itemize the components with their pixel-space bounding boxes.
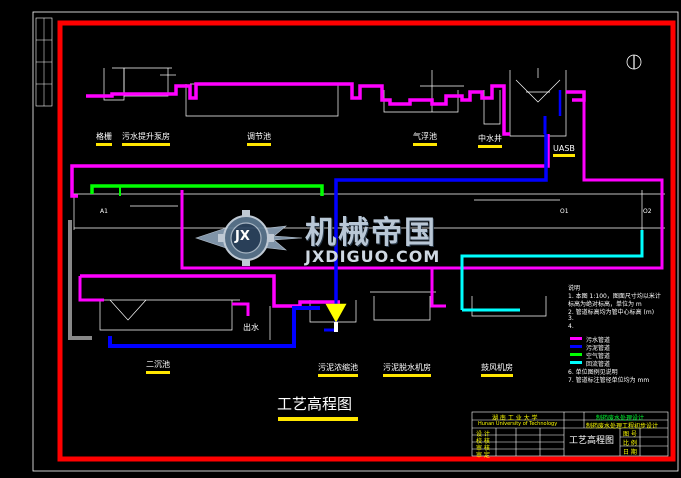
label-secondary-clarifier: 二沉池: [146, 359, 170, 374]
return-line: [460, 230, 644, 310]
tb-row-label: 校 核: [476, 438, 490, 445]
title-block: [471, 411, 669, 457]
legend-sewage: 污水管道: [586, 337, 611, 344]
drawing-title: 工艺高程图: [277, 395, 353, 413]
drawing-border: [57, 20, 676, 462]
note-line: 3.: [568, 315, 574, 322]
bottom-structures: [96, 291, 547, 340]
sludge-line-bottom: [108, 306, 320, 348]
note-line: 1. 本图 1:100，图面尺寸均以米计: [568, 293, 661, 300]
sewage-line-top: [86, 82, 510, 136]
air-line: [90, 184, 324, 196]
tb-school: 湖 南 工 业 大 学: [492, 415, 538, 422]
note-line: 4.: [568, 323, 574, 330]
legend-sludge: 污泥管道: [586, 345, 611, 352]
top-structures: [103, 67, 567, 137]
note-line: 6. 单位图例见说明: [568, 369, 618, 376]
note-line: 7. 管道标注管径单位均为 mm: [568, 377, 650, 384]
legend-return: 回流管道: [586, 361, 611, 368]
tb-row-label: 审 定: [476, 452, 490, 459]
tb-right-label: 图 号: [623, 431, 637, 438]
legend-air: 空气管道: [586, 353, 611, 360]
drawing-title-underline: [278, 417, 358, 421]
grey-line: [68, 220, 92, 340]
sludge-line-vertical: [334, 134, 548, 300]
label-equalization: 调节池: [247, 131, 271, 146]
tb-project: 制药废水处理设计: [596, 415, 645, 422]
notes-heading: 说明: [568, 285, 581, 292]
label-blower: 鼓风机房: [481, 362, 513, 377]
thickener-funnel: [325, 303, 347, 323]
aeration-tank: [72, 190, 665, 232]
tb-row-label: 审 核: [476, 445, 490, 452]
label-sludge-thickener: 污泥浓缩池: [318, 362, 358, 377]
watermark-subtext: JXDIGUO.COM: [305, 247, 441, 266]
watermark-text: 机械帝国: [305, 215, 437, 251]
sewage-line-bottom: [80, 274, 340, 308]
label-o1: O1: [560, 208, 569, 215]
watermark-logo-letters: JX: [235, 229, 250, 244]
note-line: 2. 管道标高均为管中心标高 (m): [568, 309, 655, 316]
label-sludge-dewater: 污泥脱水机房: [383, 362, 431, 377]
legend-swatches: [570, 337, 582, 364]
watermark-logo: [195, 210, 303, 266]
label-uasb: UASB: [553, 144, 575, 157]
label-outlet: 出水: [243, 323, 259, 332]
tb-row-label: 设 计: [476, 431, 490, 438]
tb-right-label: 日 期: [623, 449, 637, 456]
outer-frame: [32, 11, 679, 472]
label-air-float: 气浮池: [413, 131, 437, 146]
tb-drawing-name: 工艺高程图: [569, 436, 615, 446]
note-line: 标高为绝对标高，单位为 m: [568, 301, 642, 308]
sewage-line-loop: [70, 134, 550, 198]
tb-project-full: 制药废水处理工程初步设计: [586, 423, 659, 430]
label-lift-pump: 污水提升泵房: [122, 131, 170, 146]
label-a1: A1: [100, 208, 108, 215]
label-intermediate-well: 中水井: [478, 133, 502, 148]
label-o2: O2: [643, 208, 652, 215]
tb-school-en: Hunan University of Technology: [478, 421, 558, 427]
tb-right-label: 比 例: [623, 440, 637, 447]
label-grille: 格栅: [96, 131, 112, 146]
